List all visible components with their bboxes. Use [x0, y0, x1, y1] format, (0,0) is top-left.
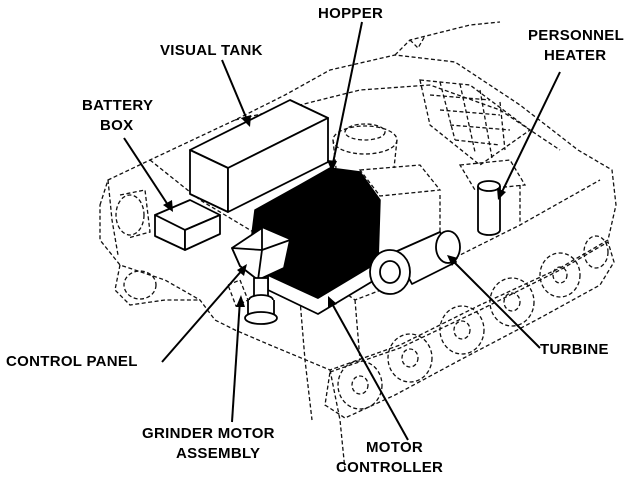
label-turbine: TURBINE [540, 341, 609, 358]
label-motor-controller-line1: MOTOR [366, 439, 423, 456]
label-hopper: HOPPER [318, 5, 383, 22]
labels: HOPPER VISUAL TANK PERSONNEL HEATER BATT… [6, 5, 624, 476]
label-battery-box-line2: BOX [100, 117, 133, 134]
label-motor-controller-line2: CONTROLLER [336, 459, 443, 476]
label-personnel-heater-line1: PERSONNEL [528, 27, 624, 44]
label-visual-tank: VISUAL TANK [160, 42, 263, 59]
leader-lines [123, 21, 561, 441]
grinder-motor-assembly [227, 277, 278, 325]
personnel-heater [477, 180, 501, 236]
battery-box [154, 199, 221, 251]
turbine [369, 230, 461, 295]
label-grinder-motor-line1: GRINDER MOTOR [142, 425, 275, 442]
label-personnel-heater-line2: HEATER [544, 47, 606, 64]
label-battery-box-line1: BATTERY [82, 97, 153, 114]
track-assembly [114, 235, 615, 419]
visual-tank [189, 99, 329, 213]
control-panel [231, 227, 291, 281]
label-grinder-motor-line2: ASSEMBLY [176, 445, 260, 462]
label-control-panel: CONTROL PANEL [6, 353, 138, 370]
